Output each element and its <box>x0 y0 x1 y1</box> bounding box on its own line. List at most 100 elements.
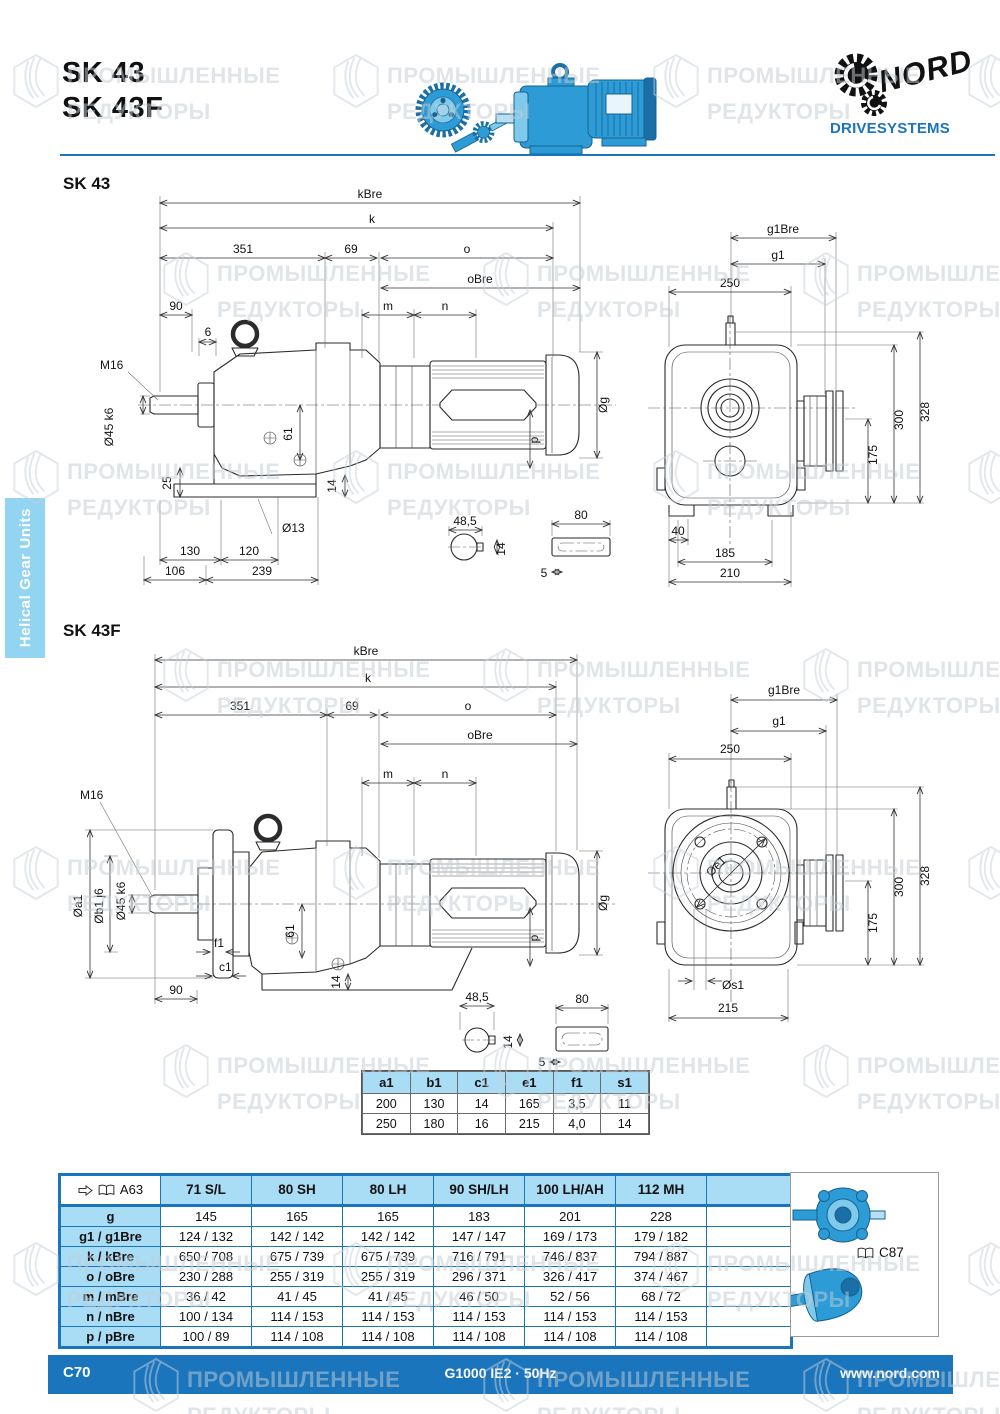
dim-label: 210 <box>720 566 740 580</box>
section-title-sk43: SK 43 <box>63 174 111 193</box>
cell: 296 / 371 <box>433 1266 525 1287</box>
cell: 11 <box>600 1093 649 1114</box>
hexagon-swirl-icon <box>968 1241 1000 1297</box>
hexagon-swirl-icon <box>13 53 59 109</box>
cell: 255 / 319 <box>251 1266 343 1287</box>
cell: 80 SH <box>251 1175 343 1207</box>
dim-label: 14 <box>325 479 339 493</box>
cell: 183 <box>433 1205 525 1227</box>
footer-catalog-info: G1000 IE2 · 50Hz <box>444 1365 557 1381</box>
watermark-line2: РЕДУКТОРЫ <box>857 1089 1000 1114</box>
dim-label: 48,5 <box>465 990 489 1004</box>
cell: 326 / 417 <box>524 1266 616 1287</box>
section-title-sk43f: SK 43F <box>63 621 121 640</box>
dim-label: Øg <box>596 397 610 413</box>
dim-label: p <box>527 436 541 443</box>
cell: 165 <box>342 1205 434 1227</box>
cell: 716 / 791 <box>433 1246 525 1267</box>
dim-label: 40 <box>671 524 685 538</box>
dim-label: 351 <box>230 699 250 713</box>
header-divider <box>60 154 995 156</box>
cell: 36 / 42 <box>160 1286 252 1307</box>
dim-label: 61 <box>281 427 295 441</box>
cell: 68 / 72 <box>615 1286 707 1307</box>
dim-label: 250 <box>720 276 740 290</box>
dim-label: Øs1 <box>722 978 744 992</box>
dim-label: 25 <box>160 476 174 490</box>
book-icon <box>857 1247 874 1258</box>
flange-variant-picture-box: C87 <box>788 1172 939 1337</box>
cell: 114 / 153 <box>524 1306 616 1327</box>
dim-label: 5 <box>539 1055 546 1069</box>
dim-label: 351 <box>233 242 253 256</box>
flange-variant-images <box>788 1187 886 1322</box>
dim-label: 69 <box>345 699 359 713</box>
dim-label: 215 <box>718 1001 738 1015</box>
cell: 165 <box>251 1205 343 1227</box>
sk43-technical-drawing: kBre k 351 69 o oBre 90 m n 6 M16 Ø45 k6… <box>100 187 932 587</box>
cell: 114 / 108 <box>342 1326 434 1347</box>
cell: 169 / 173 <box>524 1226 616 1247</box>
dim-label: n <box>442 299 449 313</box>
dim-label: o <box>464 242 471 256</box>
product-photo <box>415 63 657 155</box>
table-header-row: A63 71 S/L 80 SH 80 LH 90 SH/LH 100 LH/A… <box>60 1175 791 1207</box>
watermark-line2: РЕДУКТОРЫ <box>187 1404 400 1414</box>
cell: 114 / 108 <box>615 1326 707 1347</box>
cell: 200 <box>362 1093 411 1114</box>
table-row: 250 180 16 215 4,0 14 <box>362 1113 649 1134</box>
dim-label: Øa1 <box>71 894 85 917</box>
cell: 794 / 887 <box>615 1246 707 1267</box>
row-label: m / mBre <box>60 1286 161 1307</box>
cell: s1 <box>600 1071 649 1094</box>
dim-label: 69 <box>344 242 358 256</box>
row-label: p / pBre <box>60 1326 161 1347</box>
book-icon <box>98 1184 115 1196</box>
dim-label: g1Bre <box>768 683 800 697</box>
dim-label: Øb1 j6 <box>92 888 106 924</box>
flange-dimensions-table: a1 b1 c1 e1 f1 s1 200 130 14 165 3,5 11 … <box>361 1070 650 1135</box>
dim-label: kBre <box>354 644 379 658</box>
dim-label: 300 <box>892 877 906 897</box>
hexagon-swirl-icon <box>13 845 59 901</box>
dim-label: Ø45 k6 <box>114 881 128 920</box>
cell <box>706 1175 791 1207</box>
cell: c1 <box>457 1071 506 1094</box>
dim-label: 80 <box>575 992 589 1006</box>
gear-small-icon <box>861 90 887 116</box>
dim-label: 175 <box>866 913 880 933</box>
table-header-row: a1 b1 c1 e1 f1 s1 <box>362 1071 649 1094</box>
cell: 114 / 153 <box>615 1306 707 1327</box>
reference-cell: A63 <box>60 1175 161 1207</box>
cell: 112 MH <box>615 1175 707 1207</box>
cell: 3,5 <box>552 1093 602 1114</box>
cell: a1 <box>362 1071 411 1094</box>
cell: 165 <box>504 1093 554 1114</box>
cell <box>706 1286 791 1307</box>
table-row: p / pBre 100 / 89 114 / 108 114 / 108 11… <box>60 1326 791 1347</box>
dim-label: kBre <box>358 187 383 201</box>
cell: 14 <box>457 1093 506 1114</box>
table-row: o / oBre 230 / 288 255 / 319 255 / 319 2… <box>60 1266 791 1287</box>
cell: 675 / 739 <box>342 1246 434 1267</box>
cell: 80 LH <box>342 1175 434 1207</box>
dim-label: 106 <box>165 564 185 578</box>
dim-label: k <box>365 671 372 685</box>
dimension-lines <box>669 700 920 1018</box>
arrow-right-icon <box>78 1184 93 1196</box>
sk43-side-view <box>138 319 616 498</box>
dim-label: oBre <box>467 728 493 742</box>
gear-icon <box>834 53 878 97</box>
cell <box>706 1246 791 1267</box>
brand-subtitle: DRIVESYSTEMS <box>830 120 950 137</box>
dim-label: 175 <box>866 445 880 465</box>
row-label: o / oBre <box>60 1266 161 1287</box>
cell: 90 SH/LH <box>433 1175 525 1207</box>
page-title-line2: SK 43F <box>62 92 164 124</box>
cell: 201 <box>524 1205 616 1227</box>
cell: 124 / 132 <box>160 1226 252 1247</box>
footer-website-link[interactable]: www.nord.com <box>840 1365 940 1381</box>
sk43f-side-view <box>135 813 616 991</box>
dim-label: 6 <box>205 325 212 339</box>
